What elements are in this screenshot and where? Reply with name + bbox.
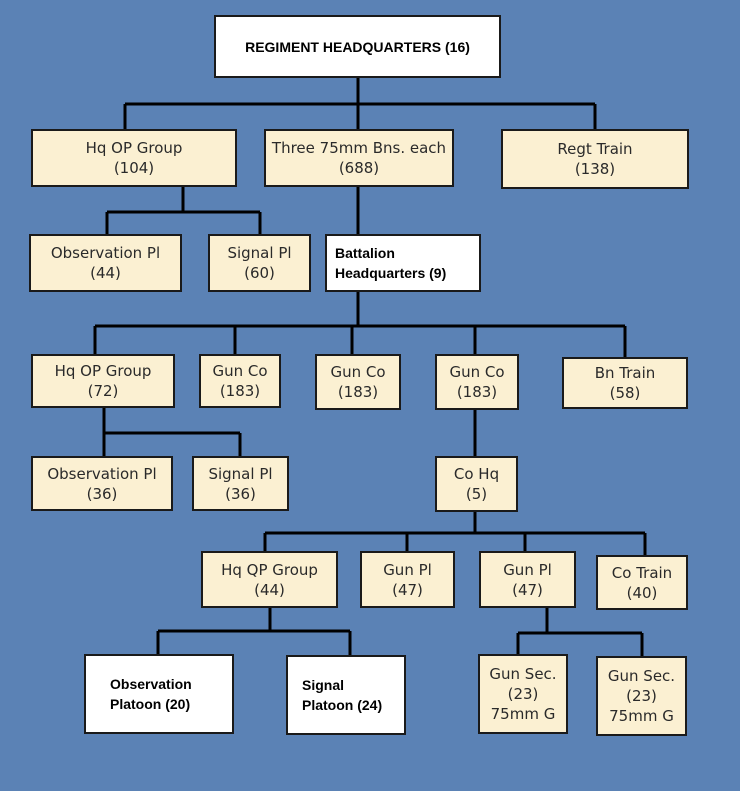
gun-co-3-name: Gun Co (449, 363, 505, 381)
battalion-headquarters-box: Battalion Headquarters (9) (325, 234, 481, 292)
connector-gun-pl (516, 608, 644, 657)
regt-train-box: Regt Train (138) (501, 129, 689, 189)
regiment-headquarters-box: REGIMENT HEADQUARTERS (16) (214, 15, 501, 78)
bn-signal-pl-box: Signal Pl (36) (192, 456, 289, 511)
gun-co-2-box: Gun Co (183) (315, 354, 401, 410)
bn-signal-pl-name: Signal Pl (208, 464, 273, 483)
bn-train-name: Bn Train (594, 364, 656, 382)
gun-pl-2-strength: (47) (512, 580, 543, 599)
gun-pl-1-box: Gun Pl (47) (360, 551, 455, 608)
signal-platoon-line2: Platoon (24) (302, 697, 383, 713)
bn-observation-pl-strength: (36) (86, 484, 118, 503)
bn-hq-op-group-box: Hq OP Group (72) (31, 354, 175, 408)
gun-co-2-strength: (183) (337, 383, 379, 401)
regt-train-name: Regt Train (557, 140, 633, 158)
gun-sec-2-box: Gun Sec. (23) 75mm G (596, 656, 687, 736)
gun-sec-1-weapon: 75mm G (490, 705, 556, 723)
regt-signal-pl-name: Signal Pl (227, 244, 292, 262)
co-hq-box: Co Hq (5) (435, 456, 518, 512)
observation-platoon-line2: Platoon (20) (110, 696, 191, 712)
battalions-box: Three 75mm Bns. each (688) (264, 129, 454, 187)
gun-pl-1-strength: (47) (392, 580, 423, 599)
co-hq-strength: (5) (465, 485, 488, 503)
bn-hq-op-group-name: Hq OP Group (54, 362, 152, 380)
connector-bn-hq-op (102, 407, 242, 456)
observation-platoon-box: Observation Platoon (20) (84, 654, 234, 734)
regt-observation-pl-name: Observation Pl (50, 244, 161, 262)
gun-co-1-strength: (183) (219, 382, 261, 400)
co-train-box: Co Train (40) (596, 555, 688, 610)
gun-pl-1-name: Gun Pl (383, 560, 432, 579)
bn-observation-pl-name: Observation Pl (47, 464, 157, 483)
battalion-headquarters-line2: Headquarters (9) (335, 265, 447, 281)
gun-sec-2-strength: (23) (626, 687, 657, 705)
gun-sec-1-box: Gun Sec. (23) 75mm G (478, 654, 568, 734)
gun-co-1-name: Gun Co (212, 362, 268, 380)
observation-platoon-line1: Observation (110, 676, 192, 692)
regt-hq-op-group-box: Hq OP Group (104) (31, 129, 237, 187)
signal-platoon-line1: Signal (302, 677, 345, 693)
gun-co-3-strength: (183) (456, 383, 498, 401)
connector-regiment (123, 77, 597, 130)
connector-regt-hq-op (105, 186, 262, 235)
gun-sec-2-name: Gun Sec. (607, 667, 676, 685)
gun-sec-2-weapon: 75mm G (609, 707, 674, 725)
gun-sec-1-strength: (23) (507, 685, 539, 703)
regt-observation-pl-strength: (44) (90, 264, 121, 282)
connector-battalion-hq (93, 292, 627, 358)
bn-observation-pl-box: Observation Pl (36) (31, 456, 173, 511)
signal-platoon-box: Signal Platoon (24) (286, 655, 406, 735)
gun-co-2-name: Gun Co (330, 363, 386, 381)
bn-train-strength: (58) (609, 384, 641, 402)
regt-hq-op-group-name: Hq OP Group (85, 139, 183, 157)
co-hq-op-group-strength: (44) (254, 580, 285, 599)
bn-signal-pl-strength: (36) (225, 484, 256, 503)
battalions-name: Three 75mm Bns. each (271, 139, 447, 157)
co-hq-op-group-box: Hq QP Group (44) (201, 551, 338, 608)
connector-co-hq-op (156, 607, 352, 655)
bn-train-box: Bn Train (58) (562, 357, 688, 409)
co-train-name: Co Train (611, 563, 673, 582)
regt-hq-op-group-strength: (104) (113, 159, 155, 177)
gun-sec-1-name: Gun Sec. (489, 665, 557, 683)
gun-pl-2-name: Gun Pl (503, 560, 552, 579)
co-hq-op-group-name: Hq QP Group (221, 560, 318, 579)
connector-co-hq (263, 511, 647, 555)
regiment-headquarters-label: REGIMENT HEADQUARTERS (16) (245, 38, 470, 55)
gun-pl-2-box: Gun Pl (47) (479, 551, 576, 608)
regt-signal-pl-strength: (60) (244, 264, 275, 282)
battalions-strength: (688) (338, 159, 380, 177)
regt-train-strength: (138) (574, 160, 616, 178)
gun-co-3-box: Gun Co (183) (435, 354, 519, 410)
co-hq-name: Co Hq (453, 465, 500, 483)
bn-hq-op-group-strength: (72) (87, 382, 119, 400)
regt-observation-pl-box: Observation Pl (44) (29, 234, 182, 292)
battalion-headquarters-line1: Battalion (335, 245, 395, 261)
gun-co-1-box: Gun Co (183) (199, 354, 281, 408)
regt-signal-pl-box: Signal Pl (60) (208, 234, 311, 292)
co-train-strength: (40) (626, 583, 658, 602)
